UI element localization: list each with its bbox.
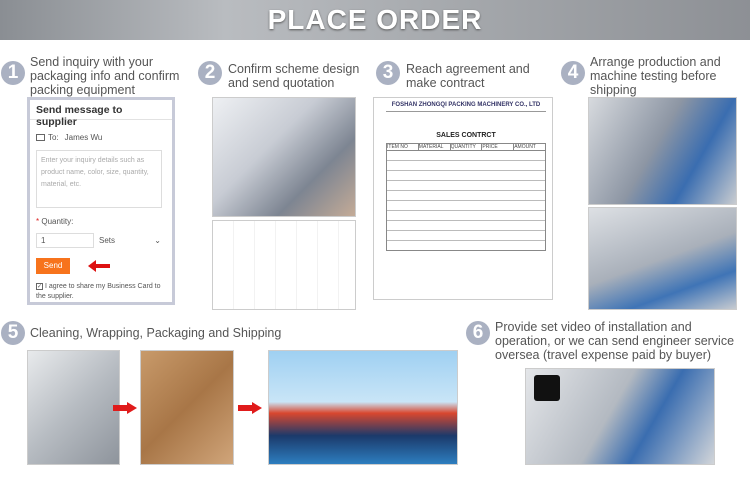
contract-title: SALES CONTRCT: [436, 132, 496, 139]
unit-select[interactable]: Sets ⌄: [99, 236, 161, 245]
quantity-label: Quantity:: [41, 217, 74, 226]
video-camera-icon: [534, 375, 560, 401]
step-text: Provide set video of installation and op…: [495, 320, 735, 362]
send-button[interactable]: Send: [36, 258, 70, 274]
step-text: Reach agreement and make contract: [406, 62, 530, 90]
red-arrow-icon: [88, 260, 112, 272]
banner: PLACE ORDER: [0, 0, 750, 40]
form-title: Send message to supplier: [30, 100, 172, 128]
column-header: AMOUNT: [514, 144, 536, 150]
production-photo: [588, 207, 737, 310]
step-number: 4: [561, 61, 585, 85]
column-header: PRICE: [482, 144, 515, 150]
container-ship-photo: [268, 350, 458, 465]
unit-value: Sets: [99, 236, 116, 245]
machine-testing-photo: [588, 97, 737, 205]
column-header: ITEM NO: [387, 144, 419, 150]
chevron-down-icon: ⌄: [154, 236, 161, 245]
wrapped-machine-photo: [27, 350, 120, 465]
quantity-input[interactable]: 1: [36, 233, 94, 248]
step-text: Cleaning, Wrapping, Packaging and Shippi…: [30, 326, 282, 340]
company-name: FOSHAN ZHONGQI PACKING MACHINERY CO., LT…: [391, 102, 541, 108]
step-number: 5: [1, 321, 25, 345]
wooden-crate-photo: [140, 350, 234, 465]
step-number: 1: [1, 61, 25, 85]
step-text: Confirm scheme design and send quotation: [228, 62, 360, 90]
step-number: 2: [198, 61, 222, 85]
message-textarea[interactable]: Enter your inquiry details such as produ…: [36, 150, 162, 208]
step-text: Send inquiry with your packaging info an…: [30, 55, 180, 97]
mail-icon: [36, 134, 45, 141]
red-arrow-icon: [113, 402, 139, 414]
step-number: 6: [466, 321, 490, 345]
to-label: To:: [48, 133, 59, 142]
design-office-photo: [212, 97, 356, 217]
column-header: MATERIAL: [419, 144, 451, 150]
agree-text: I agree to share my Business Card to the…: [36, 283, 161, 300]
step-number: 3: [376, 61, 400, 85]
installation-photo: [525, 368, 715, 465]
machine-drawing: [212, 220, 356, 310]
red-arrow-icon: [238, 402, 264, 414]
page-title: PLACE ORDER: [267, 4, 483, 35]
sales-contract: FOSHAN ZHONGQI PACKING MACHINERY CO., LT…: [373, 97, 553, 300]
agree-checkbox[interactable]: ✓: [36, 283, 43, 290]
recipient-name: James Wu: [64, 133, 103, 142]
inquiry-form: Send message to supplier To: James Wu En…: [27, 97, 175, 305]
column-header: QUANTITY: [451, 144, 483, 150]
step-text: Arrange production and machine testing b…: [590, 55, 721, 97]
